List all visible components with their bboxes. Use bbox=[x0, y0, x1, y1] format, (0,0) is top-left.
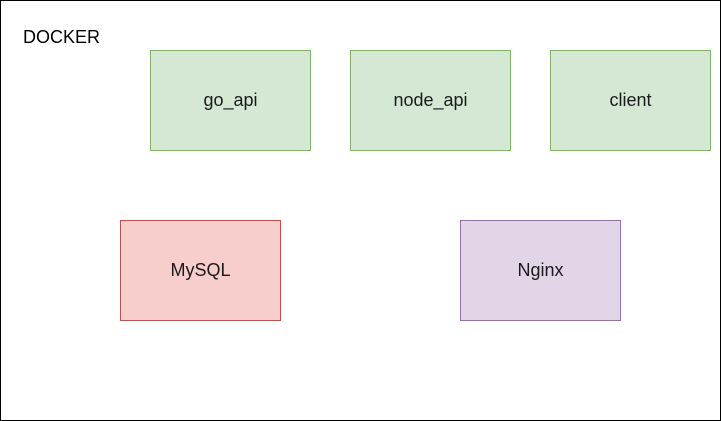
node-nginx[interactable]: Nginx bbox=[460, 220, 621, 321]
node-mysql-label: MySQL bbox=[170, 260, 231, 280]
node-go-api[interactable]: go_api bbox=[150, 50, 311, 151]
node-node-api-label: node_api bbox=[393, 90, 468, 110]
node-client-label: client bbox=[609, 90, 652, 110]
node-go-api-label: go_api bbox=[203, 90, 258, 110]
node-nginx-label: Nginx bbox=[517, 260, 564, 280]
node-client[interactable]: client bbox=[550, 50, 711, 151]
node-node-api[interactable]: node_api bbox=[350, 50, 511, 151]
node-mysql[interactable]: MySQL bbox=[120, 220, 281, 321]
container-label: DOCKER bbox=[23, 27, 101, 47]
